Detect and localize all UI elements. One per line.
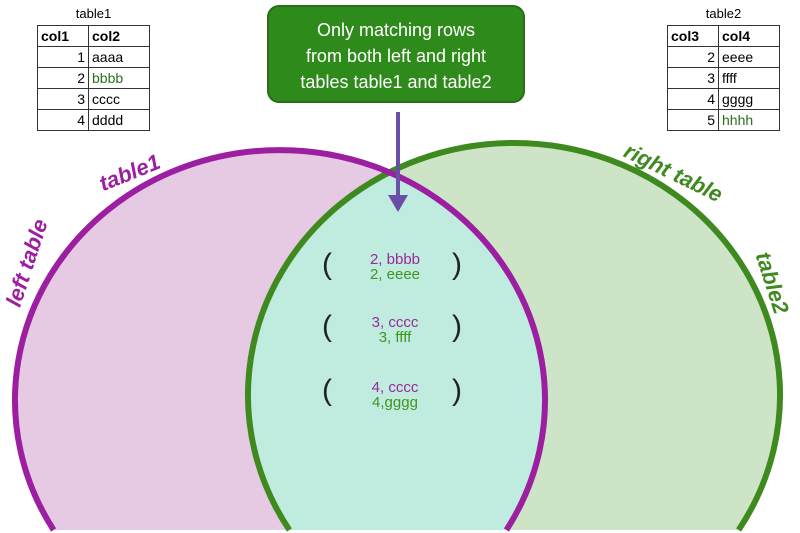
intersection-area	[248, 150, 545, 530]
left-set-outline	[12, 147, 548, 532]
paren-close: )	[452, 374, 462, 407]
callout-line: tables table1 and table2	[300, 72, 492, 92]
callout-box: Only matching rows from both left and ri…	[267, 5, 525, 103]
table2-caption: table2	[705, 6, 742, 21]
table1-caption: table1	[75, 6, 112, 21]
header-cell: col2	[88, 25, 150, 47]
paren-close: )	[452, 310, 462, 343]
paren-open: (	[322, 374, 332, 407]
paren-open: (	[322, 310, 332, 343]
header-cell: col4	[718, 25, 780, 47]
callout-line: from both left and right	[305, 46, 487, 66]
header-cell: col3	[667, 25, 719, 47]
right-set-outline	[245, 139, 783, 532]
arrow-head-icon	[388, 195, 408, 212]
paren-close: )	[452, 248, 462, 281]
paren-open: (	[322, 248, 332, 281]
header-cell: col1	[37, 25, 89, 47]
callout-line: Only matching rows	[316, 20, 476, 40]
